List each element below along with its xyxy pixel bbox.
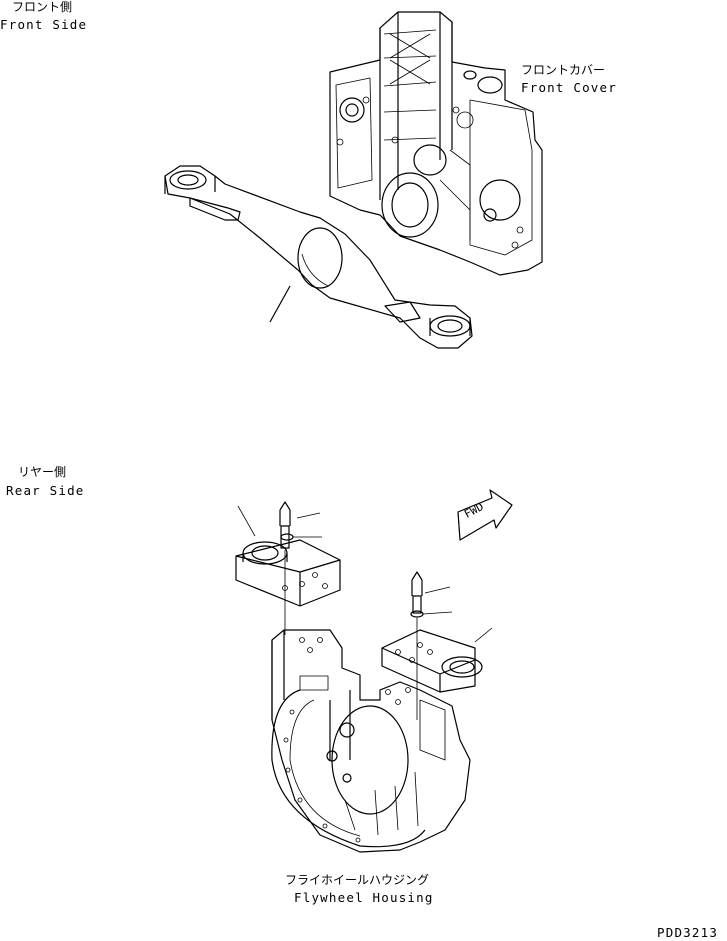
front-cover-jp-label: フロントカバー — [521, 63, 606, 77]
front-side-jp-label: フロント側 — [12, 0, 73, 14]
rear-side-jp-label: リヤー側 — [18, 465, 67, 479]
flywheel-housing-en-label: Flywheel Housing — [294, 890, 434, 905]
front-side-en-label: Front Side — [0, 17, 88, 32]
fwd-arrow-icon — [457, 489, 513, 541]
front-cover-drawing — [329, 11, 543, 276]
flywheel-housing-drawing — [235, 501, 493, 853]
front-cover-en-label: Front Cover — [521, 80, 617, 95]
flywheel-housing-jp-label: フライホイールハウジング — [285, 873, 430, 887]
drawing-code-label: PDD3213 — [657, 925, 719, 940]
front-bracket-drawing — [164, 165, 473, 349]
rear-side-en-label: Rear Side — [6, 483, 85, 498]
